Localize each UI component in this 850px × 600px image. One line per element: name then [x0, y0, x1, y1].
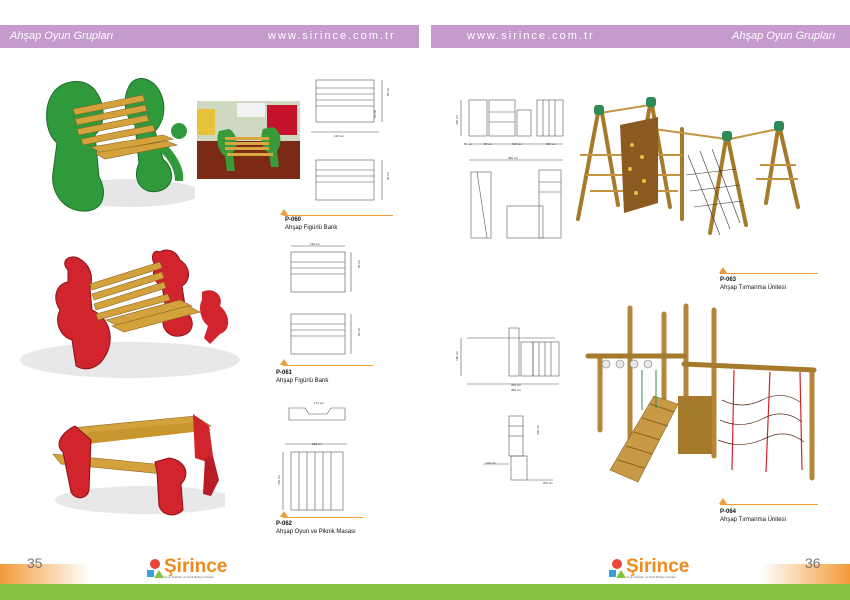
- right-logo-tagline: Oyun Parkları ve Park Bahçe Ürünleri: [626, 575, 677, 579]
- p060-marker: [280, 209, 288, 215]
- p062-drawings: [282, 407, 347, 511]
- left-header-bar: Ahşap Oyun Grupları www.sirince.com.tr: [0, 25, 419, 48]
- p064-marker: [719, 498, 727, 504]
- p063-dim-c: 100 cm: [512, 142, 522, 146]
- p060-width: 120 cm: [334, 134, 344, 138]
- p060-height: 85 cm: [386, 87, 391, 97]
- p062-width: 174 cm: [314, 401, 324, 405]
- right-page-number: 36: [805, 555, 821, 571]
- p064-dim-a: 200 cm: [511, 383, 521, 387]
- p062-rule: [283, 517, 363, 518]
- p063-height: 180 cm: [454, 115, 459, 125]
- p061-name: Ahşap Figürlü Bank: [276, 378, 329, 384]
- p062-name: Ahşap Oyun ve Piknik Masası: [276, 529, 356, 535]
- climbing-unit-2-image: [585, 303, 817, 483]
- right-header-url[interactable]: www.sirince.com.tr: [467, 30, 595, 42]
- p061-height: 85 cm: [357, 259, 362, 269]
- p064-rule: [720, 504, 818, 505]
- p064-code: P-064: [720, 509, 737, 515]
- p060-code: P-060: [285, 217, 302, 223]
- p061-rule: [283, 365, 373, 366]
- p062-label: P-062 Ahşap Oyun ve Piknik Masası: [276, 520, 356, 536]
- p064-drawings: [460, 327, 560, 481]
- p063-label: P-063 Ahşap Tırmanma Ünitesi: [720, 276, 786, 292]
- left-header-title: Ahşap Oyun Grupları: [10, 30, 114, 42]
- p063-code: P-063: [720, 277, 737, 283]
- p061-depth: 60 cm: [357, 327, 362, 337]
- p060-rule: [283, 215, 393, 216]
- p064-dim-b: 400 cm: [511, 388, 521, 392]
- left-logo-tagline: Oyun Parkları ve Park Bahçe Ürünleri: [164, 575, 215, 579]
- p060-depth: 60 cm: [386, 171, 391, 181]
- p060-drawings: [311, 79, 383, 201]
- p060-seat-height: 54 cm: [373, 109, 378, 119]
- left-logo: Şirince Oyun Parkları ve Park Bahçe Ürün…: [146, 556, 256, 582]
- left-header-url[interactable]: www.sirince.com.tr: [268, 30, 396, 42]
- p063-drawings: [460, 99, 564, 239]
- p060-name: Ahşap Figürlü Bank: [285, 225, 338, 231]
- right-logo-name: Şirince: [626, 556, 690, 577]
- p061-label: P-061 Ahşap Figürlü Bank: [276, 369, 328, 385]
- p062-depth: 160 cm: [276, 475, 281, 485]
- p064-dim-e: 200 cm: [543, 481, 553, 485]
- p062-code: P-062: [276, 521, 293, 527]
- p063-total: 380 cm: [508, 156, 518, 160]
- p064-name: Ahşap Tırmanma Ünitesi: [720, 517, 786, 523]
- green-bench-image: [46, 78, 195, 212]
- left-logo-name: Şirince: [164, 556, 228, 577]
- p062-marker: [280, 511, 288, 517]
- p061-width: 120 cm: [310, 242, 320, 246]
- p061-marker: [280, 359, 288, 365]
- logo-shapes-icon: [147, 559, 164, 578]
- p063-dim-e: 150 cm: [546, 142, 556, 146]
- p063-name: Ahşap Tırmanma Ünitesi: [720, 285, 786, 291]
- left-page-number: 35: [27, 555, 43, 571]
- climbing-unit-1-image: [576, 97, 800, 236]
- right-logo: Şirince Oyun Parkları ve Park Bahçe Ürün…: [608, 556, 718, 582]
- red-bench-image: [20, 249, 240, 378]
- p063-dim-a: 80 cm: [464, 142, 473, 146]
- footer-bar: [0, 584, 850, 600]
- p064-label: P-064 Ahşap Tırmanma Ünitesi: [720, 508, 786, 524]
- p061-code: P-061: [276, 370, 293, 376]
- p064-height: 180 cm: [454, 351, 459, 361]
- right-footer-accent: [760, 564, 850, 584]
- left-footer-accent: [0, 564, 90, 584]
- right-header-bar: www.sirince.com.tr Ahşap Oyun Grupları: [431, 25, 850, 48]
- p064-dim-c: 100 cm: [486, 461, 496, 465]
- p062-width-2: 180 cm: [312, 442, 322, 446]
- bench-photo: [197, 101, 300, 179]
- logo-shapes-icon: [609, 559, 626, 578]
- p063-marker: [719, 267, 727, 273]
- p064-dim-d: 200 cm: [535, 425, 540, 435]
- p061-drawings: [290, 245, 352, 355]
- picnic-table-image: [52, 414, 225, 516]
- p060-label: P-060 Ahşap Figürlü Bank: [285, 216, 337, 232]
- p063-dim-b: 80 cm: [484, 142, 493, 146]
- p063-rule: [720, 273, 818, 274]
- right-header-title: Ahşap Oyun Grupları: [732, 30, 836, 42]
